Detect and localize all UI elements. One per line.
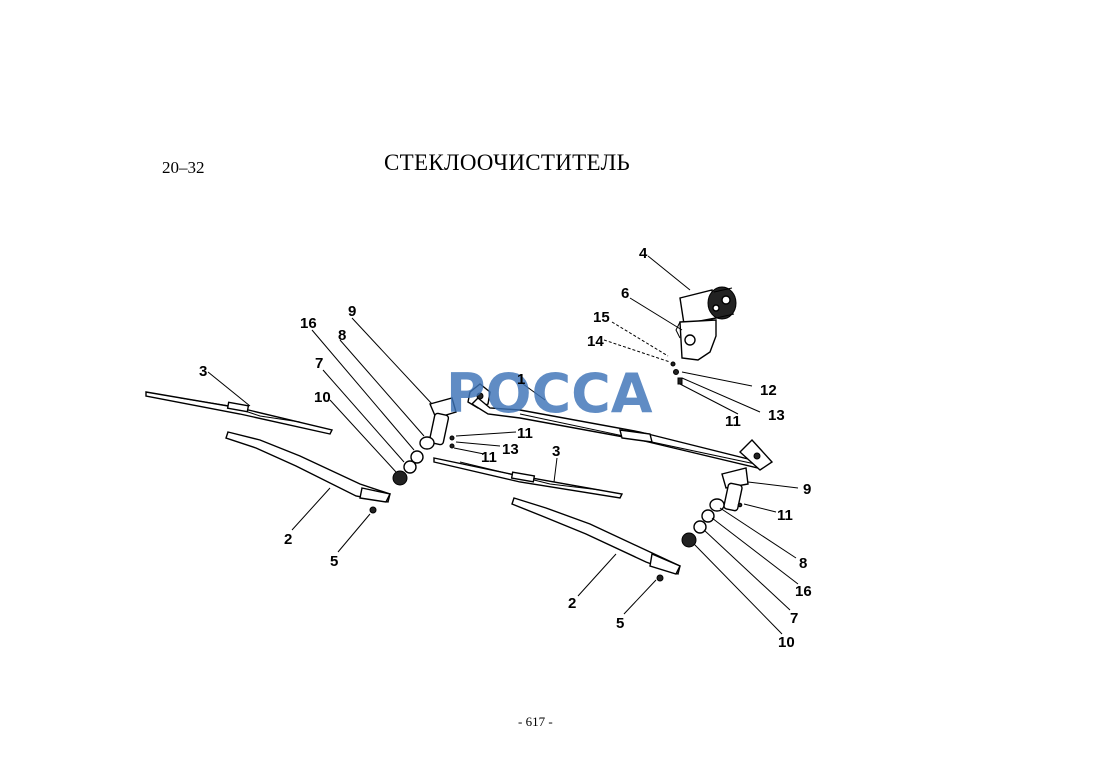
callout-8: 8 [799, 555, 807, 572]
motor-fasteners [670, 361, 683, 385]
callout-7: 7 [790, 610, 798, 627]
callout-5: 5 [330, 553, 338, 570]
callout-16: 16 [795, 583, 812, 600]
wiper-blade-left [145, 391, 334, 435]
page-footer-number: - 617 - [518, 714, 553, 729]
wiper-blade-center [433, 457, 624, 499]
callout-12: 12 [760, 382, 777, 399]
callout-2: 2 [284, 531, 292, 548]
callout-6: 6 [621, 285, 629, 302]
section-number: 20–32 [162, 158, 205, 177]
callout-labels: 4 6 15 14 12 13 11 1 9 16 8 7 10 3 2 5 1… [199, 245, 812, 651]
callout-7: 7 [315, 355, 323, 372]
wiper-arm-right [511, 497, 681, 582]
callout-16: 16 [300, 315, 317, 332]
linkage-rod [467, 383, 774, 471]
callout-15: 15 [593, 309, 610, 326]
callout-9: 9 [803, 481, 811, 498]
callout-2: 2 [568, 595, 576, 612]
callout-13: 13 [768, 407, 785, 424]
motor-bracket [675, 319, 717, 361]
watermark-logo: РОССА [446, 362, 653, 425]
washers-left [392, 435, 455, 486]
callout-8: 8 [338, 327, 346, 344]
leader-lines [207, 255, 799, 635]
callout-1: 1 [517, 371, 525, 388]
callout-9: 9 [348, 303, 356, 320]
pivot-left [428, 397, 457, 446]
callout-4: 4 [639, 245, 648, 262]
callout-13: 13 [502, 441, 519, 458]
callout-3: 3 [199, 363, 207, 380]
pivot-right [721, 467, 749, 512]
callout-11: 11 [481, 449, 497, 466]
callout-5: 5 [616, 615, 624, 632]
callout-11: 11 [725, 413, 741, 430]
callout-10: 10 [314, 389, 331, 406]
washers-right [681, 498, 725, 548]
callout-3: 3 [552, 443, 560, 460]
callout-11: 11 [777, 507, 793, 524]
wiper-arm-left [225, 431, 392, 514]
callout-11: 11 [517, 425, 533, 442]
callout-10: 10 [778, 634, 795, 651]
callout-14: 14 [587, 333, 604, 350]
page-title: СТЕКЛООЧИСТИТЕЛЬ [384, 150, 630, 175]
wiper-motor [679, 286, 737, 325]
